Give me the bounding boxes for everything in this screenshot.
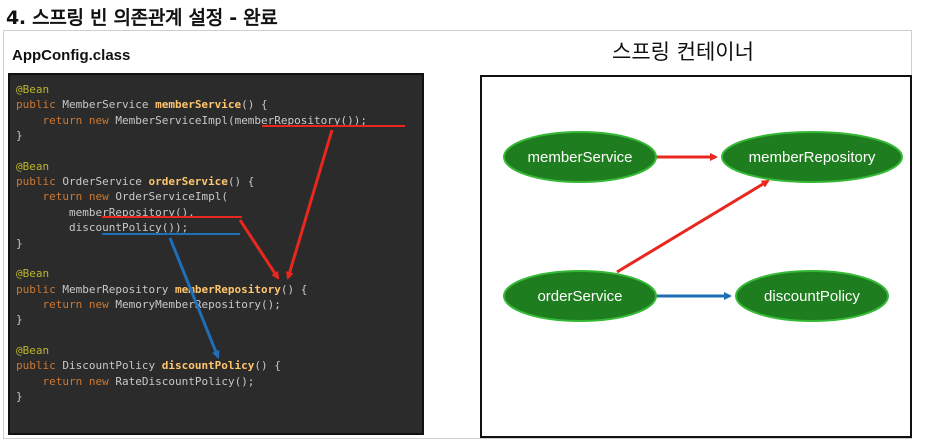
- code-token: memberService: [155, 98, 242, 112]
- code-arrow-order-service-discount-dependency: [168, 237, 220, 359]
- node-discount-policy-label: discountPolicy: [764, 288, 860, 305]
- code-token: OrderServiceImpl(: [115, 190, 228, 204]
- code-token: @Bean: [16, 267, 50, 281]
- code-token: MemberRepository: [62, 282, 175, 296]
- code-line: memberRepository(),: [16, 206, 195, 220]
- code-token: public: [16, 98, 63, 112]
- code-token: DiscountPolicy: [62, 359, 162, 373]
- code-line: }: [16, 390, 23, 404]
- node-member-repository-label: memberRepository: [749, 149, 876, 166]
- code-token: }: [16, 390, 23, 403]
- code-token: return new: [42, 374, 116, 388]
- code-token: discountPolicy());: [16, 221, 189, 235]
- code-line: discountPolicy());: [16, 221, 188, 235]
- code-line: @Bean: [16, 160, 49, 174]
- code-line: }: [16, 129, 23, 143]
- code-token: memberRepository(),: [16, 205, 195, 219]
- code-token: memberRepository: [174, 282, 281, 296]
- code-token: public: [16, 175, 63, 189]
- code-arrow-member-service-dependency: [285, 129, 334, 280]
- node-member-repository: memberRepository: [721, 131, 903, 183]
- code-token: @Bean: [16, 83, 50, 96]
- node-order-service-label: orderService: [537, 288, 622, 305]
- code-token: discountPolicy: [161, 359, 255, 373]
- code-arrow-order-service-member-dependency: [238, 219, 280, 280]
- code-line: public MemberRepository memberRepository…: [16, 283, 307, 297]
- code-line: public OrderService orderService() {: [16, 175, 254, 189]
- node-member-service: memberService: [503, 131, 657, 183]
- node-discount-policy: discountPolicy: [735, 270, 889, 322]
- node-order-service: orderService: [503, 270, 657, 322]
- code-token: OrderService: [62, 175, 149, 189]
- code-line: }: [16, 313, 23, 327]
- code-token: RateDiscountPolicy();: [115, 374, 255, 388]
- code-line: @Bean: [16, 267, 49, 281]
- code-line: public MemberService memberService() {: [16, 98, 268, 112]
- code-panel: [8, 73, 424, 435]
- code-line: return new MemberServiceImpl(memberRepos…: [16, 113, 368, 128]
- code-token: public: [16, 282, 63, 296]
- code-token: MemberServiceImpl(memberRepository());: [115, 113, 368, 127]
- code-token: return new: [42, 297, 116, 311]
- code-line: @Bean: [16, 83, 49, 97]
- code-line: }: [16, 237, 23, 251]
- code-panel-label: AppConfig.class: [12, 47, 131, 64]
- code-token: }: [16, 129, 23, 143]
- code-token: public: [16, 359, 63, 373]
- code-line: public DiscountPolicy discountPolicy() {: [16, 359, 281, 373]
- code-token: return new: [42, 113, 116, 127]
- code-token: () {: [280, 282, 308, 296]
- node-member-service-label: memberService: [527, 149, 632, 166]
- code-token: () {: [241, 98, 268, 112]
- container-label: 스프링 컨테이너: [612, 40, 754, 64]
- code-line: return new OrderServiceImpl(: [16, 190, 228, 204]
- code-token: @Bean: [16, 343, 50, 357]
- code-token: }: [16, 313, 23, 327]
- code-line: return new RateDiscountPolicy();: [16, 374, 255, 389]
- code-token: @Bean: [16, 159, 50, 173]
- code-token: return new: [42, 190, 116, 204]
- code-token: }: [16, 236, 23, 250]
- code-token: () {: [254, 359, 281, 373]
- code-token: () {: [227, 175, 255, 189]
- code-token: MemberService: [62, 98, 156, 112]
- code-line: @Bean: [16, 344, 49, 358]
- code-token: orderService: [148, 175, 228, 189]
- arrow-order-service-to-member-repository: [616, 179, 770, 274]
- page-title: 4. 스프링 빈 의존관계 설정 - 완료: [6, 7, 278, 29]
